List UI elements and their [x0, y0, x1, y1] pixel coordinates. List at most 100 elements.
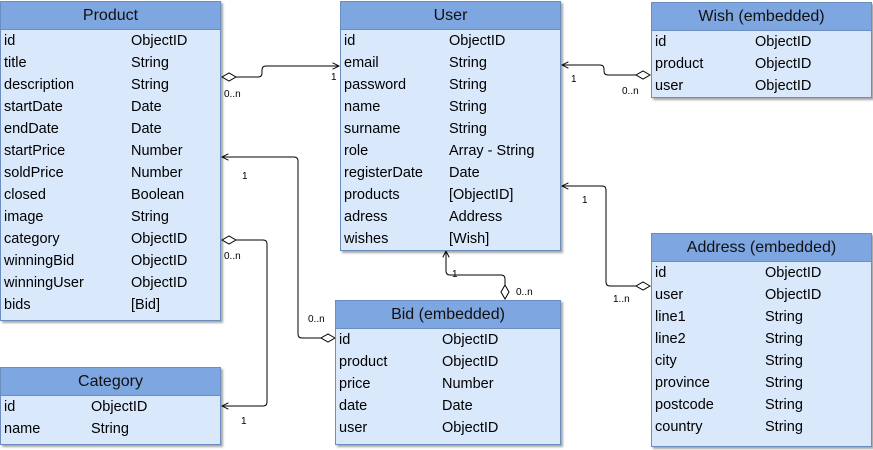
label-wish-user-one: 1	[571, 74, 577, 85]
field-type: Date	[131, 99, 162, 115]
field-name: id	[339, 332, 351, 348]
field-type: String	[131, 209, 169, 225]
field-name: product	[339, 354, 388, 370]
field-row: id ObjectID	[336, 329, 560, 351]
field-row: bids [Bid]	[1, 294, 220, 316]
field-name: id	[655, 34, 667, 50]
label-bid-user-one: 1	[452, 269, 458, 280]
field-type: String	[131, 55, 169, 71]
field-type: String	[449, 99, 487, 115]
label-bid-user-many: 0..n	[516, 287, 533, 298]
field-type: String	[765, 397, 803, 413]
field-type: ObjectID	[131, 231, 188, 247]
field-type: ObjectID	[131, 275, 188, 291]
entity-title: Wish (embedded)	[652, 3, 871, 31]
field-name: password	[344, 77, 407, 93]
field-name: name	[344, 99, 381, 115]
field-name: products	[344, 187, 400, 203]
aggregation-diamond-wish-user	[634, 70, 652, 80]
field-type: String	[449, 121, 487, 137]
field-row: products[ObjectID]	[341, 184, 560, 206]
field-name: winningUser	[4, 275, 84, 291]
aggregation-diamond-bid-product	[319, 333, 337, 343]
field-name: user	[339, 420, 368, 436]
connector-category-product	[222, 239, 268, 406]
field-row: price Number	[336, 373, 560, 395]
field-type: [Wish]	[449, 231, 490, 247]
label-address-user-one: 1	[582, 195, 588, 206]
field-name: winningBid	[4, 253, 75, 269]
label-product-user-one: 1	[331, 72, 337, 83]
field-type: ObjectID	[442, 420, 499, 436]
field-row: wishes [Wish]	[341, 228, 560, 250]
label-product-user-many: 0..n	[224, 89, 241, 100]
entity-title: Bid (embedded)	[336, 301, 560, 329]
field-name: wishes	[344, 231, 389, 247]
field-name: id	[344, 33, 356, 49]
label-address-user-many: 1..n	[613, 294, 630, 305]
field-row: id ObjectID	[1, 30, 220, 52]
field-type: ObjectID	[131, 33, 188, 49]
entity-title: Address (embedded)	[652, 234, 871, 262]
field-name: surname	[344, 121, 401, 137]
field-name: user	[655, 287, 684, 303]
field-type: String	[131, 77, 169, 93]
aggregation-diamond-address-user	[634, 281, 652, 291]
field-type: Date	[449, 165, 480, 181]
field-name: date	[339, 398, 368, 414]
field-type: Number	[131, 165, 183, 181]
field-type: ObjectID	[442, 332, 499, 348]
field-name: name	[4, 421, 41, 437]
field-name: id	[655, 265, 667, 281]
connector-bid-product	[222, 157, 321, 339]
entity-title: Category	[1, 368, 220, 396]
field-name: soldPrice	[4, 165, 64, 181]
field-type: Date	[131, 121, 162, 137]
field-type: [Bid]	[131, 297, 161, 313]
field-type: String	[449, 55, 487, 71]
field-name: price	[339, 376, 371, 392]
aggregation-diamond-product-user	[220, 72, 238, 82]
field-type: ObjectID	[755, 78, 812, 94]
field-type: String	[765, 331, 803, 347]
field-name: bids	[4, 297, 31, 313]
field-name: title	[4, 55, 27, 71]
field-name: id	[4, 33, 16, 49]
field-row: user ObjectID	[336, 417, 560, 439]
connector-address-user	[562, 186, 636, 287]
field-row: name String	[341, 96, 560, 118]
field-name: province	[655, 375, 710, 391]
field-type: Address	[449, 209, 503, 225]
field-type: Number	[442, 376, 494, 392]
field-name: closed	[4, 187, 46, 203]
label-category-product-many: 0..n	[224, 251, 241, 262]
